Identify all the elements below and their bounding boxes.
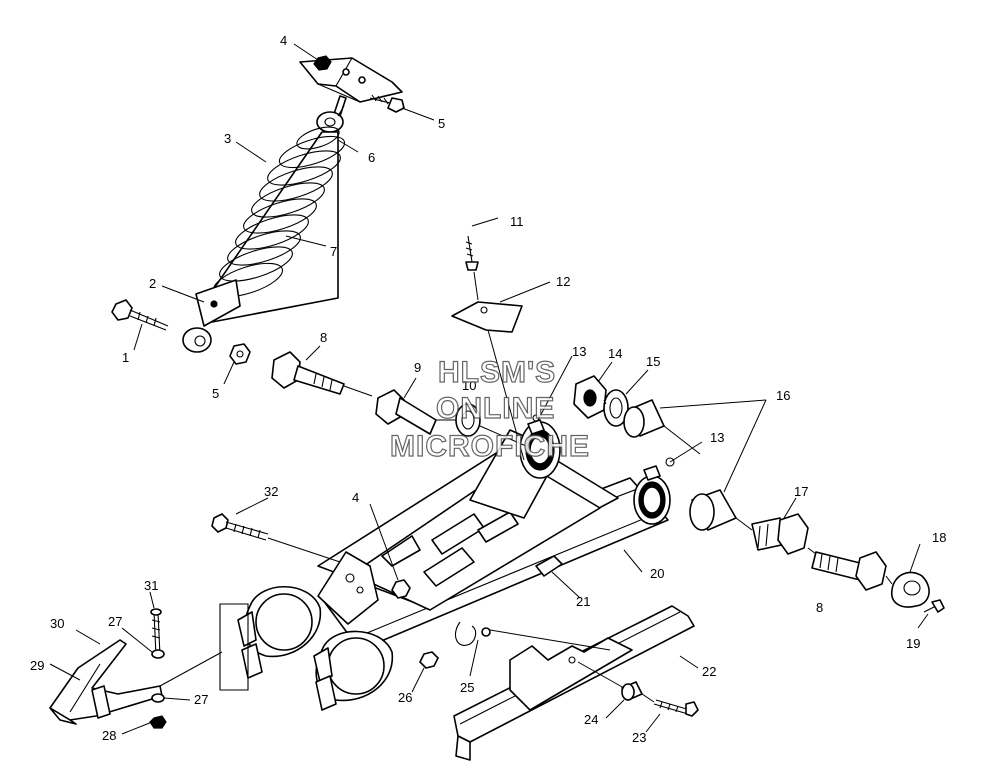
grease-fitting-left — [527, 414, 545, 435]
washer-15 — [603, 389, 629, 427]
bolt-17 — [751, 513, 809, 555]
callout-24: 24 — [584, 712, 598, 727]
callout-15: 15 — [646, 354, 660, 369]
pivot-bushing-9 — [375, 389, 437, 435]
grease-fitting-right — [643, 457, 675, 481]
callout-3: 3 — [224, 131, 231, 146]
callout-22: 22 — [702, 664, 716, 679]
swing-arm — [219, 421, 671, 711]
callout-5-lower: 5 — [212, 386, 219, 401]
pivot-nut-14 — [573, 375, 607, 419]
front-bracket — [49, 639, 163, 725]
lower-shock-bolt — [111, 299, 169, 331]
callout-25: 25 — [460, 680, 474, 695]
callout-29: 29 — [30, 658, 44, 673]
swing-arm-nut-4 — [391, 579, 411, 599]
callout-32: 32 — [264, 484, 278, 499]
pivot-bolt-lower — [811, 551, 887, 591]
watermark-line-2: ONLINE — [436, 392, 555, 425]
nut-26 — [419, 651, 439, 669]
callout-16: 16 — [776, 388, 790, 403]
slide-rail — [453, 605, 695, 761]
callout-26: 26 — [398, 690, 412, 705]
callout-13-left: 13 — [572, 344, 586, 359]
callout-8-upper: 8 — [320, 330, 327, 345]
bolt-32 — [211, 513, 269, 541]
screw-19 — [923, 599, 945, 613]
lower-shock-nut — [229, 343, 251, 365]
washer-27-upper — [151, 649, 165, 659]
callout-10: 10 — [462, 378, 476, 393]
washer-27-lower — [151, 693, 165, 703]
callout-31: 31 — [144, 578, 158, 593]
pivot-bolt-upper — [271, 351, 345, 395]
callout-9: 9 — [414, 360, 421, 375]
plate-12 — [451, 301, 523, 333]
callout-8-lower: 8 — [816, 600, 823, 615]
callout-18: 18 — [932, 530, 946, 545]
callout-20: 20 — [650, 566, 664, 581]
watermark: HLSM'S ONLINE MICROFICHE — [389, 355, 590, 463]
callout-27-upper: 27 — [108, 614, 122, 629]
callout-4-top: 4 — [280, 33, 287, 48]
callout-30: 30 — [50, 616, 64, 631]
upper-bolt — [369, 94, 405, 113]
nut-28 — [149, 715, 167, 729]
bolt-31 — [150, 608, 162, 657]
spacer-24 — [621, 681, 643, 701]
callout-4-lower: 4 — [352, 490, 359, 505]
screw-11 — [465, 235, 479, 271]
callout-leaders — [49, 43, 929, 735]
callout-19: 19 — [906, 636, 920, 651]
callout-7: 7 — [330, 244, 337, 259]
bolt-23 — [653, 699, 699, 717]
callout-14: 14 — [608, 346, 622, 361]
upper-nut — [313, 55, 332, 71]
callout-5-top: 5 — [438, 116, 445, 131]
callout-17: 17 — [794, 484, 808, 499]
callout-27-lower: 27 — [194, 692, 208, 707]
callout-23: 23 — [632, 730, 646, 745]
watermark-line-1: HLSM'S — [438, 356, 556, 389]
alignment-lines — [159, 105, 893, 703]
bushing-16-upper — [623, 399, 665, 438]
watermark-line-3: MICROFICHE — [390, 430, 590, 463]
callout-1: 1 — [122, 350, 129, 365]
spring-25 — [455, 621, 491, 646]
callout-2: 2 — [149, 276, 156, 291]
callout-6: 6 — [368, 150, 375, 165]
callout-21: 21 — [576, 594, 590, 609]
lock-plate-18 — [891, 571, 930, 608]
upper-mount-bracket — [299, 57, 403, 123]
callout-11: 11 — [510, 214, 524, 229]
callout-labels: 1 2 3 4 5 5 6 7 8 9 10 11 12 13 14 15 16… — [30, 33, 946, 745]
bushing-16-lower — [689, 489, 737, 531]
callout-28: 28 — [102, 728, 116, 743]
callout-13-right: 13 — [710, 430, 724, 445]
callout-12: 12 — [556, 274, 570, 289]
shock-absorber — [182, 111, 346, 353]
